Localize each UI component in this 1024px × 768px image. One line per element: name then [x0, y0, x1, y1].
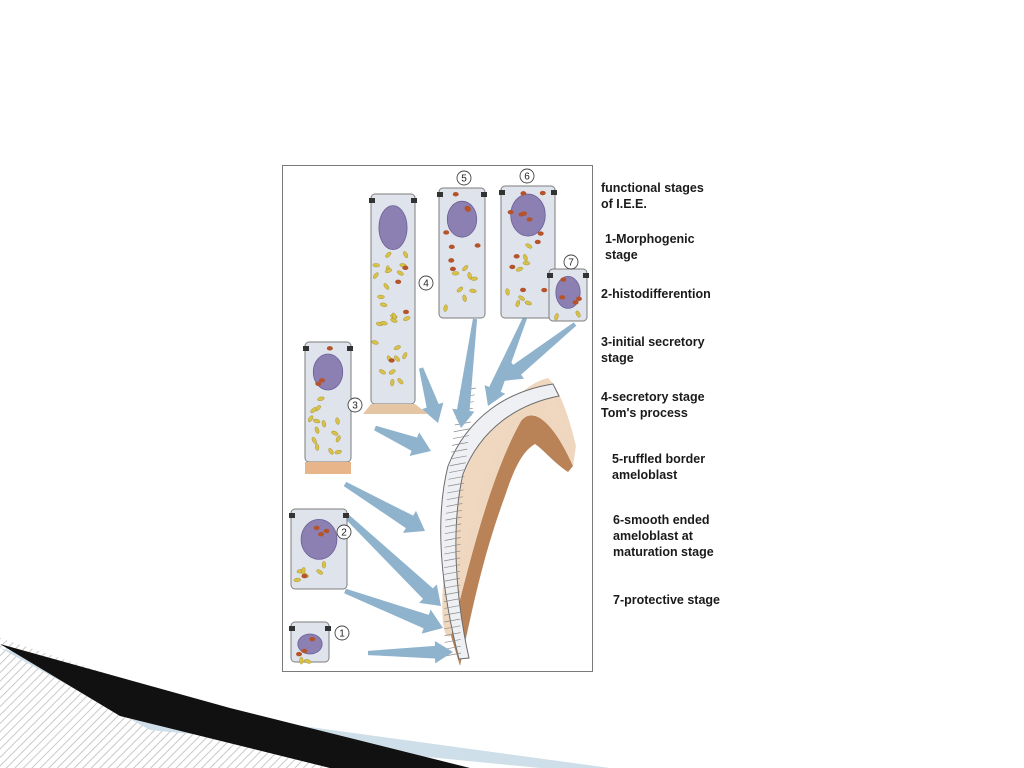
- stage-arrow-3: [339, 509, 441, 606]
- stage-number-6: 6: [519, 168, 535, 184]
- stage-number-4: 4: [418, 275, 434, 291]
- corner-dark-band: [0, 644, 470, 768]
- svg-text:3: 3: [352, 401, 358, 412]
- nucleus: [446, 200, 478, 238]
- stage-arrow-9: [503, 322, 577, 381]
- tomes-process: [363, 404, 428, 414]
- ameloblast-layer: [440, 383, 560, 660]
- stage-arrow-5: [374, 425, 431, 457]
- legend-stage-2: 2-histodifferention: [601, 287, 711, 301]
- nucleus: [300, 518, 338, 560]
- svg-text:4: 4: [423, 279, 429, 290]
- corner-decoration: [0, 638, 610, 768]
- svg-text:5: 5: [461, 174, 467, 185]
- stage-number-labels: 1 2 3 4 5 6 7: [334, 168, 579, 641]
- stage-arrows: [339, 317, 577, 664]
- stage-arrow-6: [418, 367, 444, 423]
- svg-text:6: 6: [524, 172, 530, 183]
- legend-stage-4: 4-secretory stage Tom's process: [601, 390, 705, 420]
- stage-arrow-2: [344, 588, 443, 634]
- ameloblast-stages-figure: 1 2 3 4 5 6 7: [282, 165, 593, 672]
- ameloblast-cell-stage-7: [547, 268, 589, 322]
- stage-cells: [289, 185, 589, 665]
- ameloblast-cell-stage-4: [369, 193, 417, 405]
- svg-text:2: 2: [341, 528, 347, 539]
- legend-stage-5: 5-ruffled border ameloblast: [612, 452, 706, 482]
- ameloblast-cell-stage-1: [289, 621, 331, 665]
- nucleus: [555, 276, 581, 309]
- stage-number-3: 3: [347, 397, 363, 413]
- stage-arrow-1: [367, 641, 453, 664]
- figure-drawing: 1 2 3 4 5 6 7: [289, 168, 589, 666]
- stage-number-7: 7: [563, 254, 579, 270]
- ameloblast-cell-stage-2: [289, 508, 349, 590]
- stage-arrow-8: [484, 317, 527, 406]
- stage-arrow-4: [343, 481, 425, 533]
- stage-3-enamel-base: [305, 462, 351, 474]
- stage-number-5: 5: [456, 170, 472, 186]
- stage-arrow-7: [452, 318, 478, 428]
- legend-stage-6: 6-smooth ended ameloblast at maturation …: [613, 513, 714, 559]
- legend-stage-3: 3-initial secretory stage: [601, 335, 705, 365]
- svg-text:1: 1: [339, 629, 345, 640]
- ameloblast-cell-stage-5: [437, 187, 487, 319]
- nucleus: [510, 193, 546, 237]
- ameloblast-cell-stage-3: [303, 341, 353, 463]
- stage-number-1: 1: [334, 625, 350, 641]
- ameloblast-cell-stage-6: [499, 185, 557, 319]
- legend-stage-7: 7-protective stage: [613, 593, 720, 607]
- svg-text:7: 7: [568, 258, 574, 269]
- legend-stage-1: 1-Morphogenic stage: [605, 232, 695, 262]
- legend-heading: functional stages of I.E.E.: [601, 181, 704, 211]
- nucleus: [378, 205, 408, 250]
- stage-number-2: 2: [336, 524, 352, 540]
